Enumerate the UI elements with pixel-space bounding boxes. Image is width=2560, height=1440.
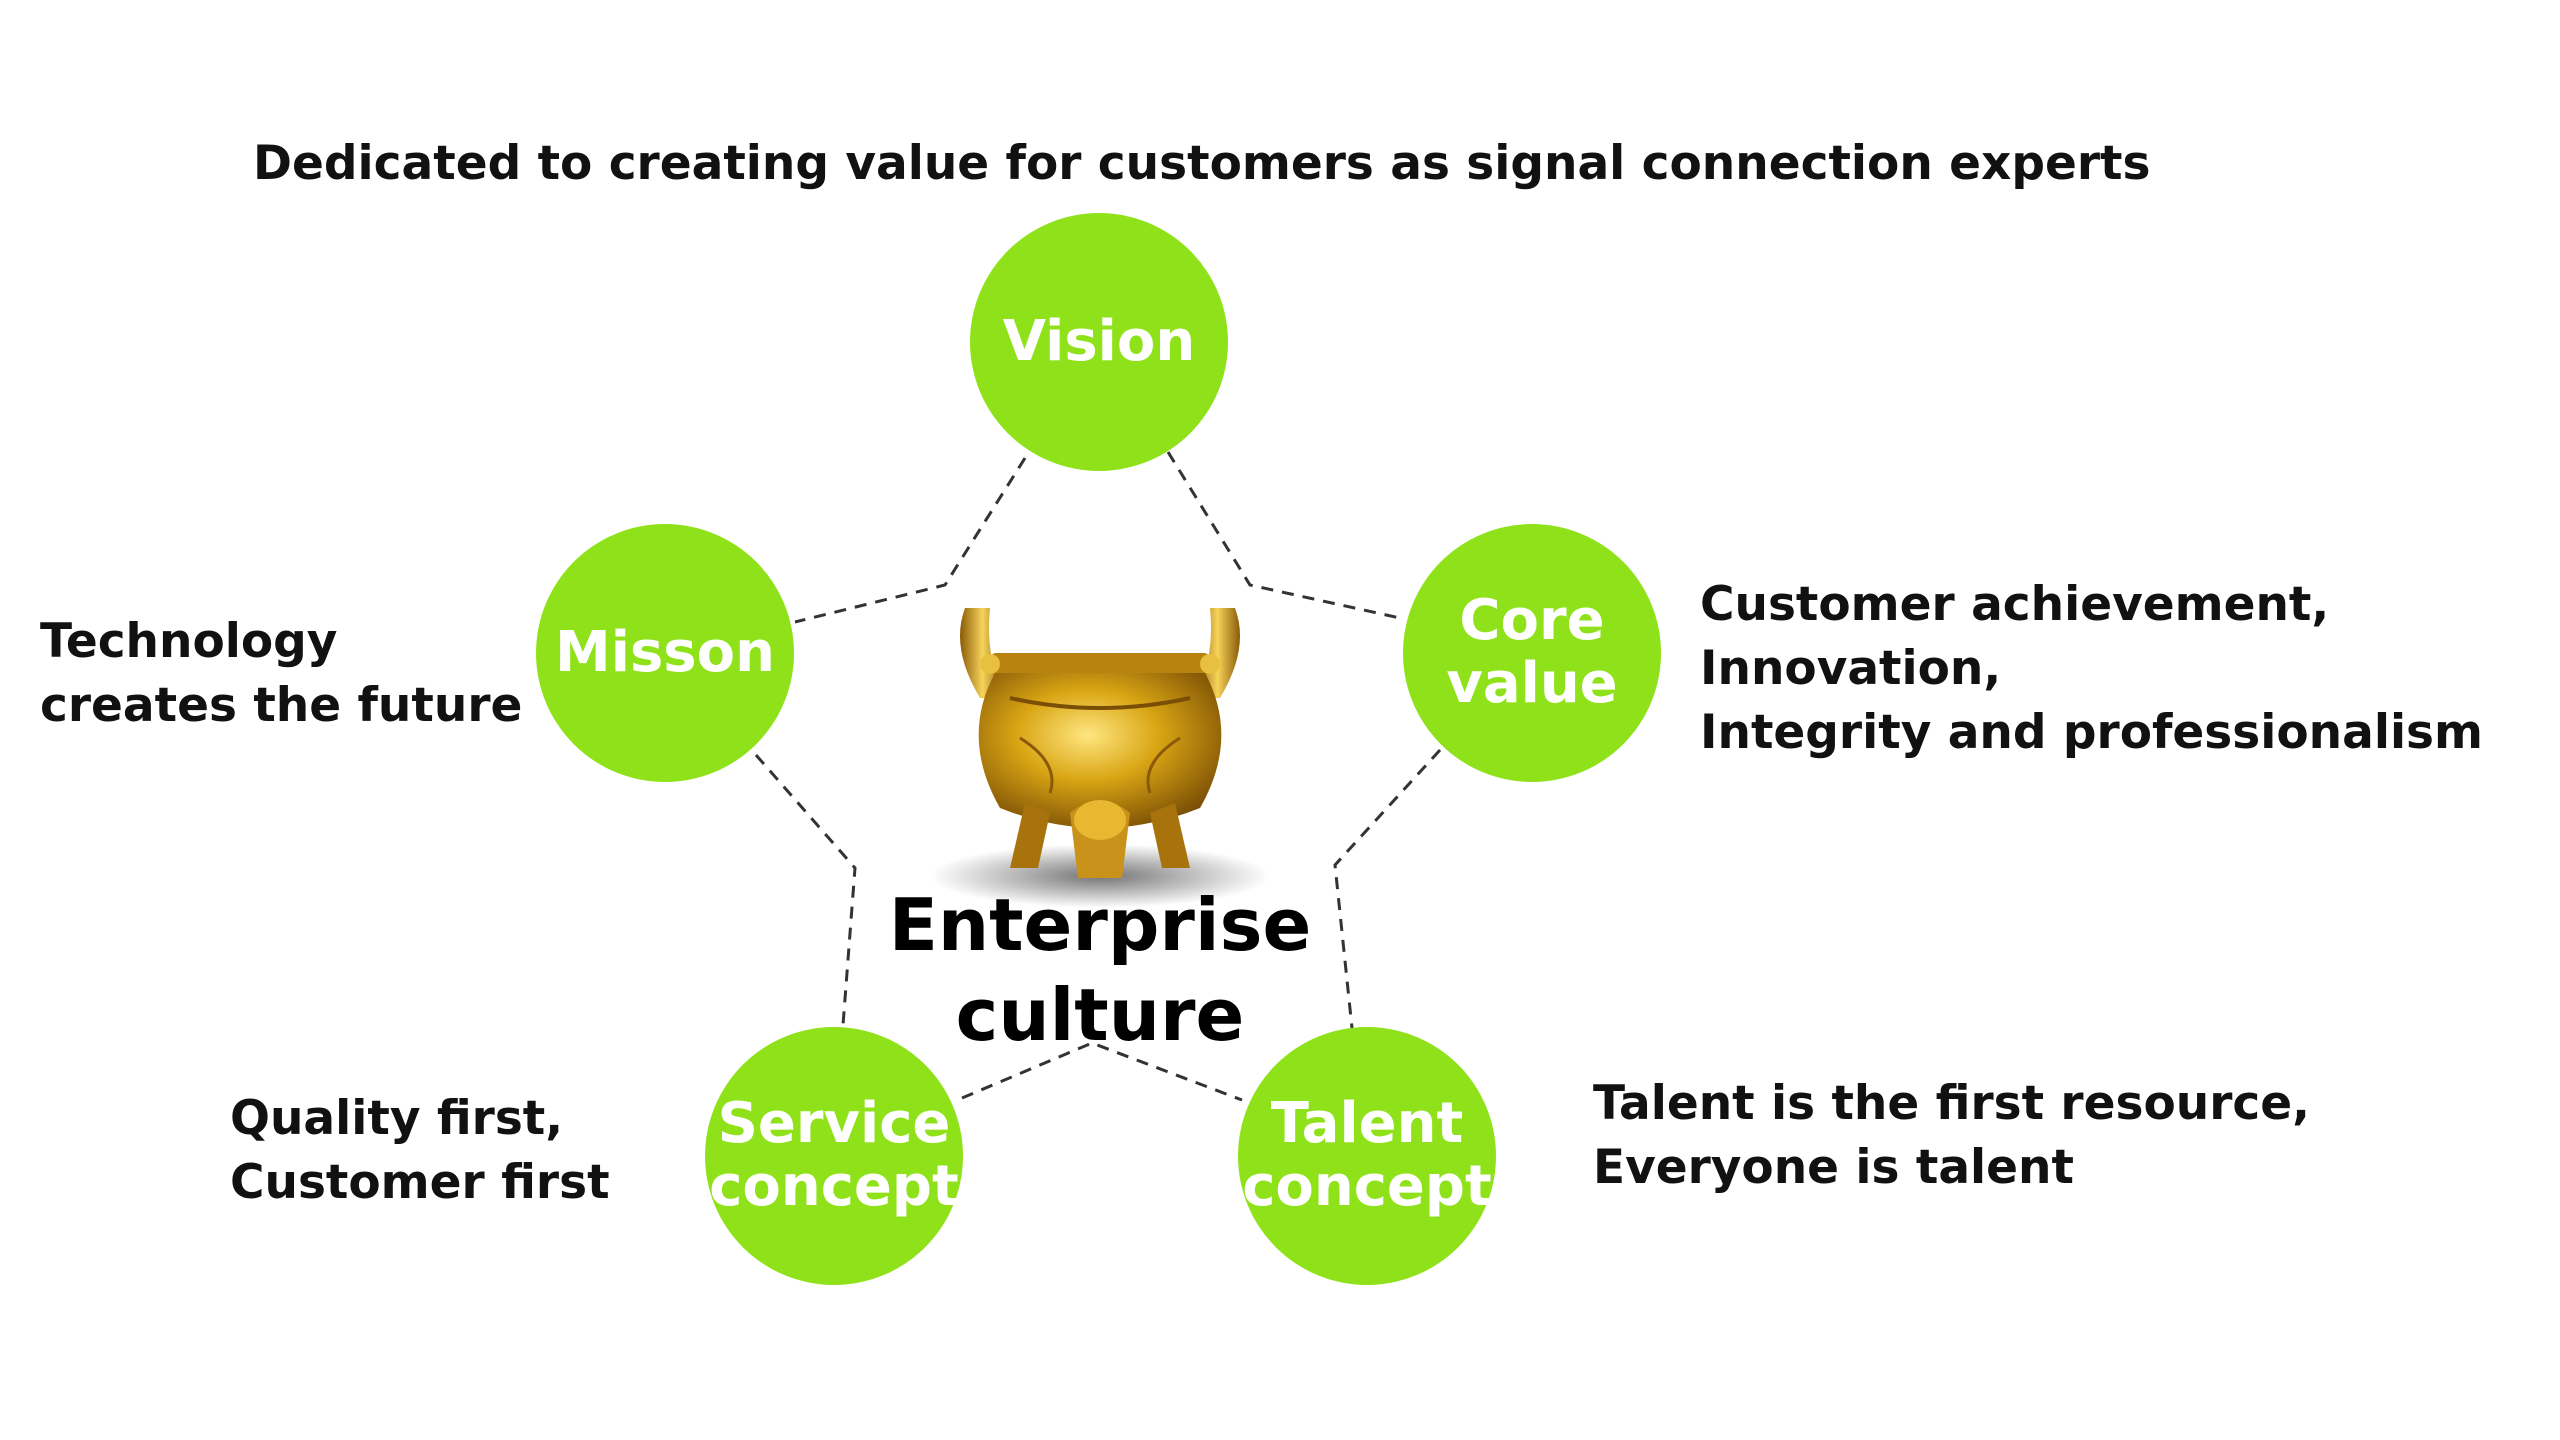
node-mission-label: Misson — [555, 619, 775, 685]
node-service-concept: Service concept — [705, 1027, 963, 1285]
node-vision: Vision — [970, 213, 1228, 471]
core-value-description-line-1: Customer achievement, — [1700, 577, 2330, 632]
connector-service-talent — [961, 1041, 1243, 1102]
talent-concept-description: Talent is the first resource, Everyone i… — [1593, 1072, 2310, 1200]
node-service-concept-line-1: Service — [717, 1091, 951, 1157]
core-value-description: Customer achievement, Innovation, Integr… — [1700, 573, 2483, 765]
connector-vision-right — [1166, 451, 1401, 620]
node-mission: Misson — [536, 524, 794, 782]
talent-concept-description-line-1: Talent is the first resource, — [1593, 1076, 2310, 1131]
tagline: Dedicated to creating value for customer… — [253, 136, 2151, 191]
mission-description: Technology creates the future — [40, 610, 522, 738]
connector-mission-service — [754, 754, 857, 1026]
node-core-value-line-2: value — [1446, 651, 1618, 716]
service-concept-description-line-1: Quality first, — [230, 1091, 564, 1146]
service-concept-description-line-2: Customer first — [230, 1155, 610, 1210]
service-concept-description: Quality first, Customer first — [230, 1087, 610, 1215]
center-title-line-2: culture — [955, 973, 1245, 1057]
node-talent-concept: Talent concept — [1238, 1027, 1496, 1285]
mission-description-line-2: creates the future — [40, 678, 523, 733]
node-core-value-line-1: Core — [1459, 588, 1605, 654]
node-core-value: Core value — [1403, 524, 1661, 782]
bronze-cauldron-icon — [930, 608, 1270, 908]
node-service-concept-line-2: concept — [709, 1154, 959, 1219]
node-vision-label: Vision — [1002, 308, 1196, 374]
connector-core-talent — [1333, 748, 1442, 1029]
center-title-line-1: Enterprise — [888, 883, 1312, 967]
node-talent-concept-line-1: Talent — [1270, 1091, 1464, 1157]
connector-vision-left — [794, 457, 1027, 624]
core-value-description-line-2: Innovation, — [1700, 641, 2002, 696]
core-value-description-line-3: Integrity and professionalism — [1700, 705, 2484, 760]
center-title-enterprise-culture: Enterprise culture — [850, 880, 1350, 1060]
talent-concept-description-line-2: Everyone is talent — [1593, 1140, 2074, 1195]
mission-description-line-1: Technology — [40, 614, 338, 669]
node-talent-concept-line-2: concept — [1242, 1154, 1492, 1219]
